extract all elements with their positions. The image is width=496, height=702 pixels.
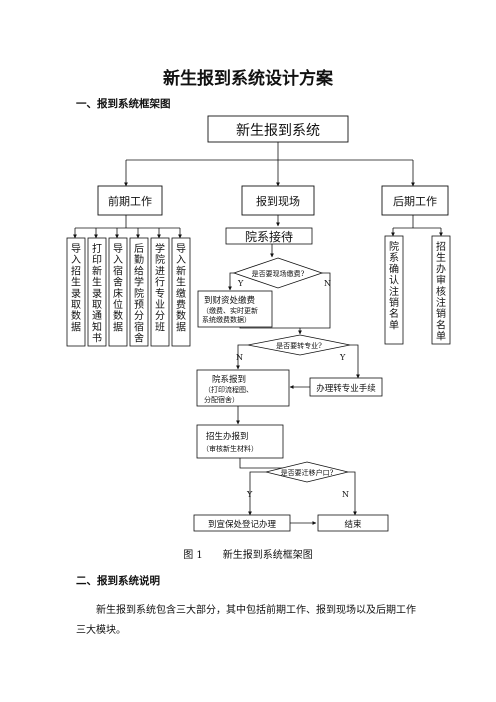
dept-register-note-line2: 分配宿舍） — [204, 395, 239, 404]
pre-item-box — [150, 237, 170, 347]
pre-item-box — [129, 237, 149, 347]
transfer-major-label: 办理转专业手续 — [316, 383, 376, 394]
description-paragraph: 新生报到系统包含三大部分，其中包括前期工作、报到现场以及后期工作三大模块。 — [76, 605, 416, 636]
decision-major-no: N — [236, 353, 243, 362]
finance-title: 到财资处缴费 — [204, 295, 256, 306]
pre-item-label: 后勤给学院预分宿舍 — [134, 243, 144, 345]
decision-pay-label: 是否要现场缴费? — [252, 269, 305, 278]
decision-pay-diamond — [232, 257, 324, 289]
pre-item-box — [66, 237, 86, 347]
post-item-box — [431, 235, 451, 345]
admission-register-title: 招生办报到 — [206, 431, 249, 442]
stage-pre-label: 前期工作 — [108, 194, 152, 208]
decision-major-yes: Y — [339, 353, 346, 362]
document-title: 新生报到系统设计方案 — [163, 69, 333, 89]
decision-hukou-diamond — [265, 461, 349, 483]
decision-hukou-yes: Y — [246, 490, 253, 499]
reception-box — [225, 227, 313, 245]
post-item-label: 招生办审核注销名单 — [436, 240, 446, 343]
pre-item-label: 导入宿舍床位数据 — [113, 243, 123, 333]
stage-arrival-label: 报到现场 — [256, 194, 300, 208]
finance-box — [197, 290, 273, 328]
section-heading-description: 二、报到系统说明 — [76, 575, 160, 587]
pre-item-label: 导入新生缴费数据 — [176, 243, 186, 333]
decision-hukou-label: 是否要迁移户口? — [281, 468, 334, 477]
post-item-box — [384, 235, 404, 345]
figure-caption: 图 1 新生报到系统框架图 — [183, 550, 313, 561]
decision-major-label: 是否要转专业? — [276, 341, 322, 350]
decision-pay-no: N — [324, 279, 331, 288]
stage-arrival-box — [241, 185, 315, 216]
stage-post-label: 后期工作 — [393, 195, 437, 208]
pre-item-label: 打印新生录取通知书 — [92, 242, 102, 345]
pre-item-label: 学院进行专业分班 — [155, 242, 165, 333]
finance-note-line2: 系统缴费数据） — [202, 315, 251, 324]
admission-register-box — [196, 424, 284, 459]
pre-item-label: 导入招生录取数据 — [71, 243, 81, 333]
root-label: 新生报到系统 — [236, 123, 320, 139]
framework-diagram: 新生报到系统 前期工作 报到现场 后期工作 导入招生录取数据 打印新生录取通知书… — [66, 115, 451, 532]
police-register-box — [193, 514, 291, 532]
decision-major-diamond — [247, 334, 351, 356]
section-heading-framework: 一、报到系统框架图 — [76, 98, 171, 110]
pre-item-box — [108, 237, 128, 347]
end-label: 结束 — [344, 519, 362, 530]
dept-register-note-line1: （打印流程图、 — [204, 385, 253, 394]
pre-item-box — [87, 237, 107, 347]
reception-label: 院系接待 — [245, 229, 293, 244]
admission-register-note: （审核新生材料） — [202, 444, 258, 453]
end-box — [317, 514, 389, 532]
finance-note-line1: （缴费、实时更新 — [202, 306, 258, 315]
pre-item-box — [171, 237, 191, 347]
pre-items-group: 导入招生录取数据 打印新生录取通知书 导入宿舍床位数据 后勤给学院预分宿舍 学院… — [66, 237, 191, 347]
stage-post-box — [381, 185, 449, 216]
root-box — [207, 115, 349, 143]
decision-pay-yes: Y — [237, 279, 244, 288]
stage-pre-box — [97, 185, 163, 216]
police-register-label: 到宣保处登记办理 — [208, 519, 277, 530]
dept-register-title: 院系报到 — [212, 374, 246, 385]
decision-hukou-no: N — [342, 490, 349, 499]
dept-register-box — [196, 369, 290, 407]
transfer-major-box — [309, 377, 383, 397]
post-item-label: 院系确认注销名单 — [389, 240, 399, 331]
post-items-group: 院系确认注销名单 招生办审核注销名单 — [384, 235, 451, 345]
